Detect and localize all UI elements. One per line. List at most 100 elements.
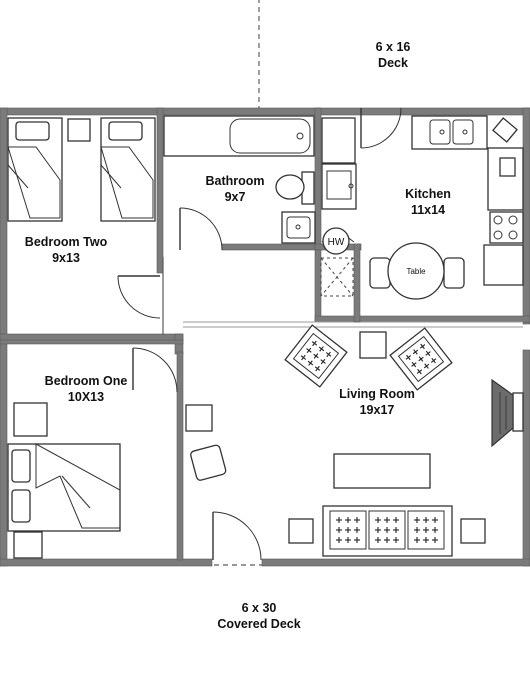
- cushion-mark: [432, 527, 438, 533]
- wall-bath-kitchen: [314, 107, 322, 323]
- walls: [0, 107, 530, 567]
- counter-right: [487, 147, 524, 211]
- wall-kitchen-bottom: [314, 315, 530, 323]
- wall-top: [0, 107, 530, 116]
- wall-closet-right: [353, 243, 361, 323]
- bedroom-two-size: 9x13: [52, 251, 80, 265]
- cushion-mark: [384, 537, 390, 543]
- cushion-mark: [416, 368, 423, 375]
- cushion-mark: [314, 365, 321, 372]
- cushion-mark: [393, 517, 399, 523]
- wall-bottom-left: [0, 558, 213, 567]
- covered-deck-area: [0, 564, 530, 677]
- cushion-mark: [423, 527, 429, 533]
- wall-bed2-bath: [156, 107, 164, 274]
- end-table-sofa-right: [460, 518, 486, 544]
- cushion-mark: [320, 358, 326, 365]
- bedroom-one-size: 10X13: [68, 390, 104, 404]
- twin-bed-left: [7, 117, 63, 222]
- cushion-mark: [393, 537, 399, 543]
- wall-right-lower: [522, 349, 530, 567]
- wall-bed1-right: [176, 351, 184, 561]
- bedroom-one-name: Bedroom One: [45, 374, 128, 388]
- cushion-mark: [423, 363, 430, 369]
- wall-bottom-right: [261, 558, 530, 567]
- covered-deck-size: 6 x 30: [242, 601, 277, 615]
- bedroom-one-furniture: [7, 402, 121, 559]
- cushion-mark: [418, 356, 424, 362]
- cushion-mark: [432, 517, 438, 523]
- cushion-mark: [336, 527, 342, 533]
- cushion-mark: [375, 527, 381, 533]
- cushion-mark: [423, 517, 429, 523]
- cushion-mark: [336, 537, 342, 543]
- living-room-furniture: [185, 324, 524, 557]
- water-heater: [322, 227, 350, 255]
- cushion-mark: [325, 351, 332, 358]
- chair-living-left: [190, 444, 227, 481]
- cushion-mark: [354, 537, 360, 543]
- cushion-mark: [432, 537, 438, 543]
- bedroom-two-name: Bedroom Two: [25, 235, 108, 249]
- armchair-right: [389, 327, 453, 391]
- tv: [491, 378, 524, 448]
- cushion-mark: [375, 517, 381, 523]
- deck-top-area: [258, 0, 530, 111]
- deck-top-name: Deck: [378, 56, 408, 70]
- bathroom-size: 9x7: [225, 190, 246, 204]
- kitchen-size: 11x14: [411, 203, 445, 217]
- living-room-size: 19x17: [360, 403, 395, 417]
- appliance-small: [499, 157, 516, 177]
- covered-deck-name: Covered Deck: [217, 617, 300, 631]
- cushion-mark: [311, 340, 318, 347]
- cushion-mark: [384, 527, 390, 533]
- cushion-mark: [375, 537, 381, 543]
- armchair-mark-group: [300, 340, 332, 372]
- bathtub: [163, 115, 315, 157]
- refrigerator: [321, 117, 356, 164]
- cushion-mark: [313, 353, 319, 359]
- kitchen-name: Kitchen: [405, 187, 451, 201]
- cushion-mark: [336, 517, 342, 523]
- cushion-mark: [414, 527, 420, 533]
- cushion-mark: [300, 354, 307, 361]
- bathroom-fixtures: [163, 115, 316, 244]
- armchair-mark-group: [405, 343, 437, 375]
- cushion-mark: [345, 537, 351, 543]
- labels: 6 x 16 Deck Bedroom Two 9x13 Bathroom 9x…: [25, 40, 451, 631]
- armchair-cushion-marks: [300, 340, 437, 375]
- stove: [489, 211, 524, 244]
- table-label: Table: [406, 267, 426, 276]
- cushion-mark: [306, 347, 312, 354]
- cushion-mark: [345, 527, 351, 533]
- cushion-mark: [425, 350, 431, 357]
- cushion-mark: [405, 354, 412, 361]
- cushion-mark: [384, 517, 390, 523]
- end-table-left: [185, 404, 213, 432]
- cushion-mark: [345, 517, 351, 523]
- nightstand: [67, 118, 91, 142]
- kitchen-fixtures: [320, 115, 524, 300]
- cushion-mark: [423, 537, 429, 543]
- cushion-mark: [414, 537, 420, 543]
- end-table-sofa-left: [288, 518, 314, 544]
- dining-chair-right: [443, 257, 465, 289]
- living-room-name: Living Room: [339, 387, 415, 401]
- end-table-top: [359, 331, 387, 359]
- dining-table: [387, 242, 445, 300]
- wall-right-upper: [522, 107, 530, 325]
- cushion-mark: [419, 343, 426, 350]
- counter-corner: [492, 117, 518, 143]
- nightstand-bottom: [13, 531, 43, 559]
- toilet-bowl: [275, 174, 305, 200]
- dining-chair-left: [369, 257, 391, 289]
- wall-bath-bottom: [221, 243, 323, 251]
- bedroom-two-furniture: [7, 117, 156, 222]
- coffee-table: [333, 453, 431, 489]
- kitchen-counter-lower: [483, 244, 524, 286]
- cushion-mark: [411, 361, 417, 368]
- cushion-mark: [414, 517, 420, 523]
- sofa-cushion-marks: [336, 517, 438, 543]
- wall-bed1-top: [0, 339, 184, 345]
